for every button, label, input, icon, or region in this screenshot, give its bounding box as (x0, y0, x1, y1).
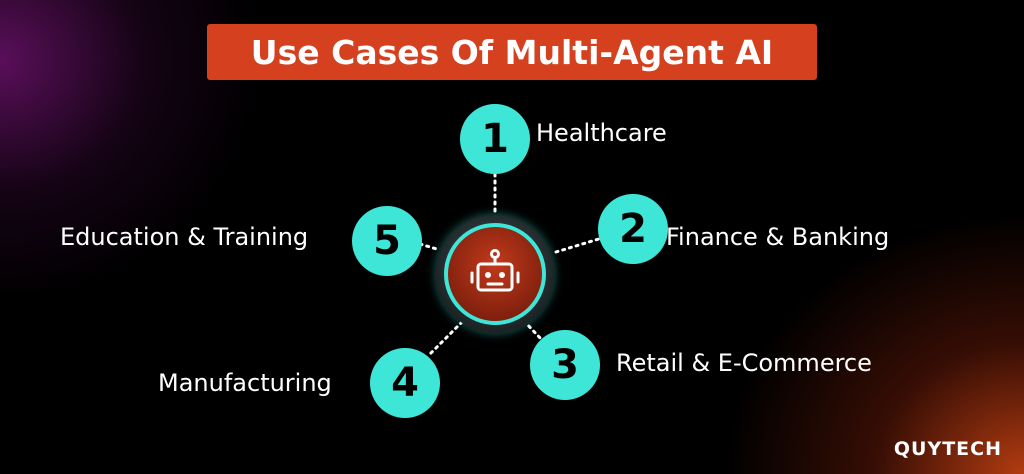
page-title: Use Cases Of Multi-Agent AI (250, 32, 774, 72)
use-case-node-5: 5 (352, 206, 422, 276)
use-case-label-2: Finance & Banking (666, 223, 890, 251)
use-case-label-5: Education & Training (60, 223, 309, 251)
title-banner: Use Cases Of Multi-Agent AI (207, 24, 817, 80)
use-case-node-1: 1 (460, 104, 530, 174)
use-case-node-3: 3 (530, 330, 600, 400)
connector-5 (418, 242, 442, 252)
hub-core (444, 223, 546, 325)
use-case-node-4: 4 (370, 348, 440, 418)
brand-logo: QUYTECH (893, 438, 1002, 460)
use-case-label-4: Manufacturing (158, 369, 332, 397)
use-case-node-2: 2 (598, 194, 668, 264)
robot-icon (470, 249, 520, 292)
connector-3 (522, 319, 544, 342)
central-hub (436, 215, 554, 333)
connector-4 (426, 320, 464, 358)
connector-2 (554, 236, 604, 254)
use-case-label-3: Retail & E-Commerce (616, 349, 872, 377)
use-case-label-1: Healthcare (536, 119, 667, 147)
